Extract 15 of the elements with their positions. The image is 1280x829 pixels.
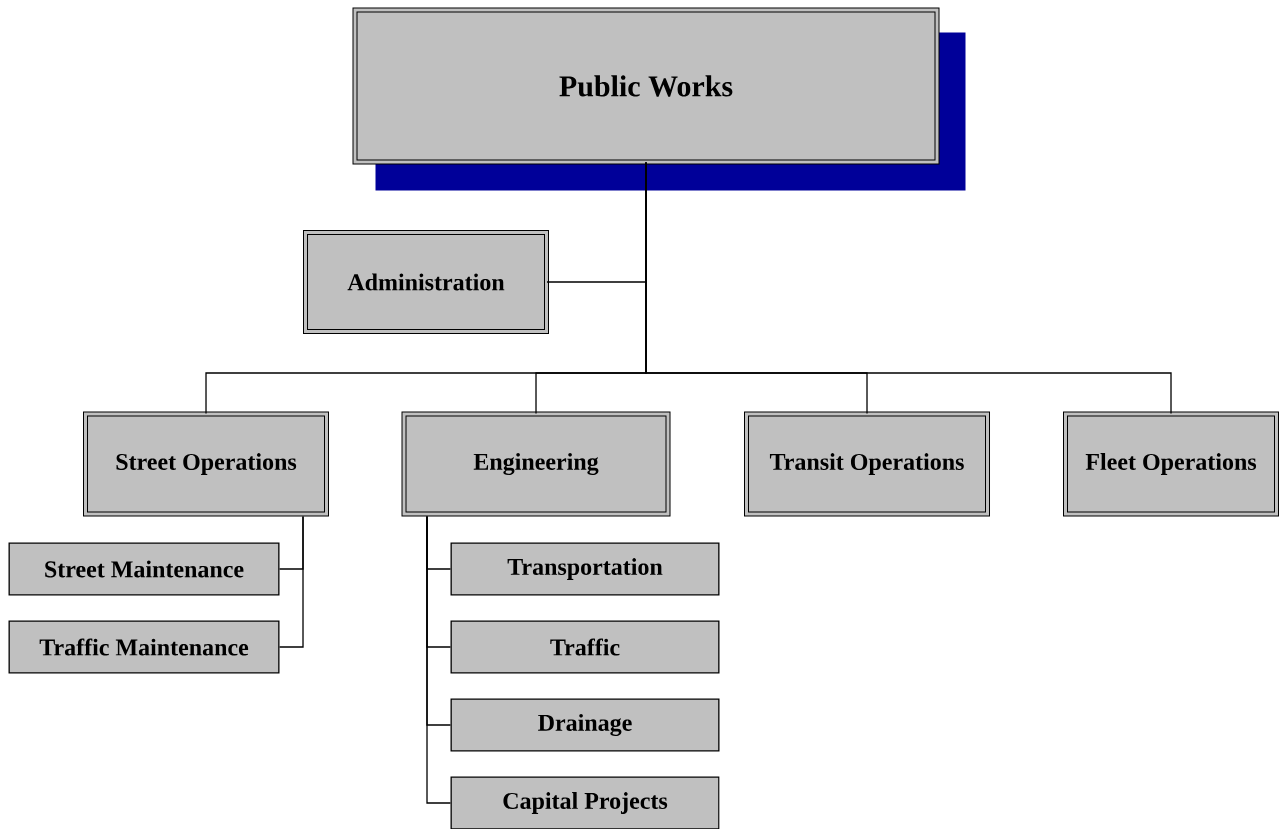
- division-box: Street Maintenance: [8, 542, 280, 596]
- department-box: Fleet Operations: [1063, 411, 1279, 517]
- connector-line: [426, 515, 452, 804]
- division-box: Drainage: [450, 698, 720, 752]
- division-box: Capital Projects: [450, 776, 720, 829]
- title-box: Public Works: [352, 7, 966, 191]
- department-box: Engineering: [401, 411, 671, 517]
- connector-line: [278, 515, 304, 648]
- division-box: Transportation: [450, 542, 720, 596]
- connector-line: [645, 161, 1172, 415]
- department-box: Transit Operations: [744, 411, 990, 517]
- department-box: Street Operations: [83, 411, 329, 517]
- division-box: Traffic Maintenance: [8, 620, 280, 674]
- division-box: Traffic: [450, 620, 720, 674]
- department-box: Administration: [303, 230, 549, 334]
